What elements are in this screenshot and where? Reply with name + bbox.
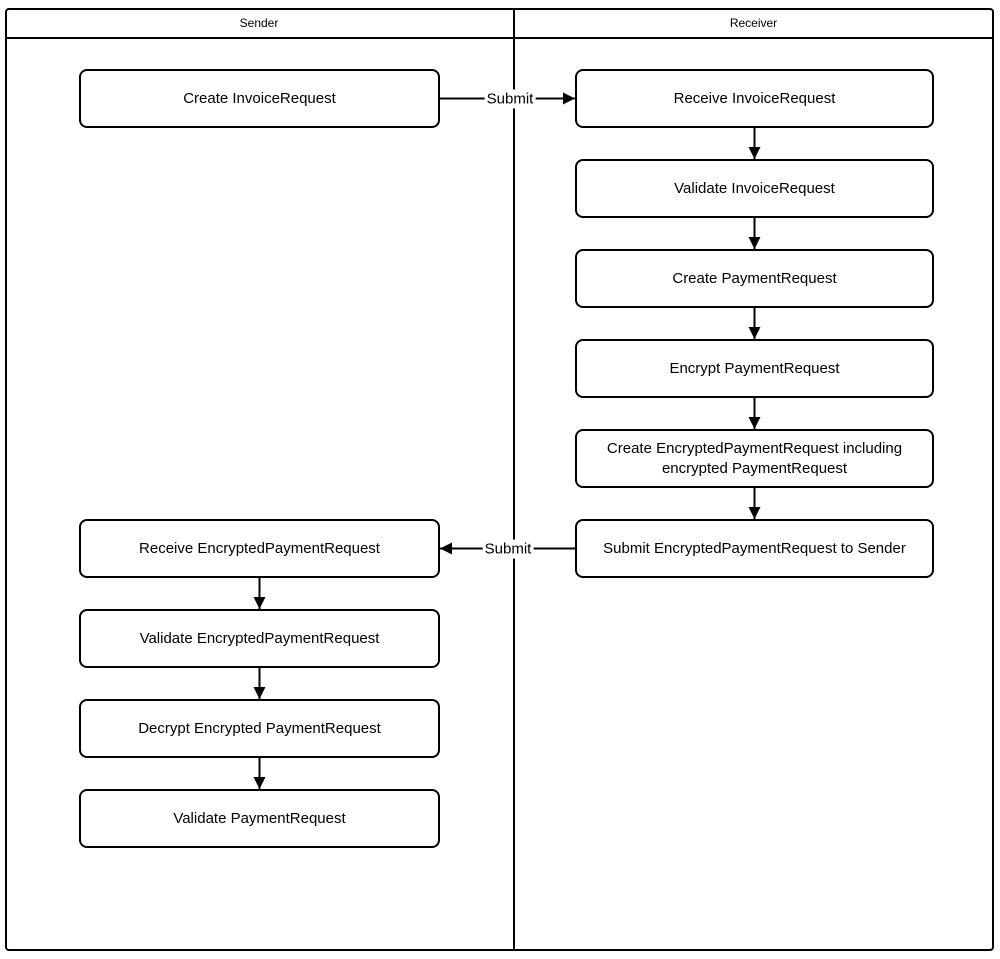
node-create-payment-request: Create PaymentRequest [575,249,934,308]
edge-label-submit-invoice: Submit [484,89,536,109]
node-validate-payment-request: Validate PaymentRequest [79,789,440,848]
node-encrypt-payment-request: Encrypt PaymentRequest [575,339,934,398]
node-create-invoice-request: Create InvoiceRequest [79,69,440,128]
node-submit-encrypted-payment-request: Submit EncryptedPaymentRequest to Sender [575,519,934,578]
node-validate-encrypted-payment-request: Validate EncryptedPaymentRequest [79,609,440,668]
node-receive-encrypted-payment-request: Receive EncryptedPaymentRequest [79,519,440,578]
node-create-encrypted-payment-request: Create EncryptedPaymentRequest including… [575,429,934,488]
lane-title-receiver: Receiver [729,16,778,30]
lane-header-separator [5,37,994,39]
lane-divider [513,8,515,951]
node-decrypt-encrypted-payment-request: Decrypt Encrypted PaymentRequest [79,699,440,758]
node-validate-invoice-request: Validate InvoiceRequest [575,159,934,218]
diagram-frame [5,8,994,951]
edge-label-submit-payment: Submit [482,539,534,559]
node-receive-invoice-request: Receive InvoiceRequest [575,69,934,128]
lane-title-sender: Sender [239,16,279,30]
